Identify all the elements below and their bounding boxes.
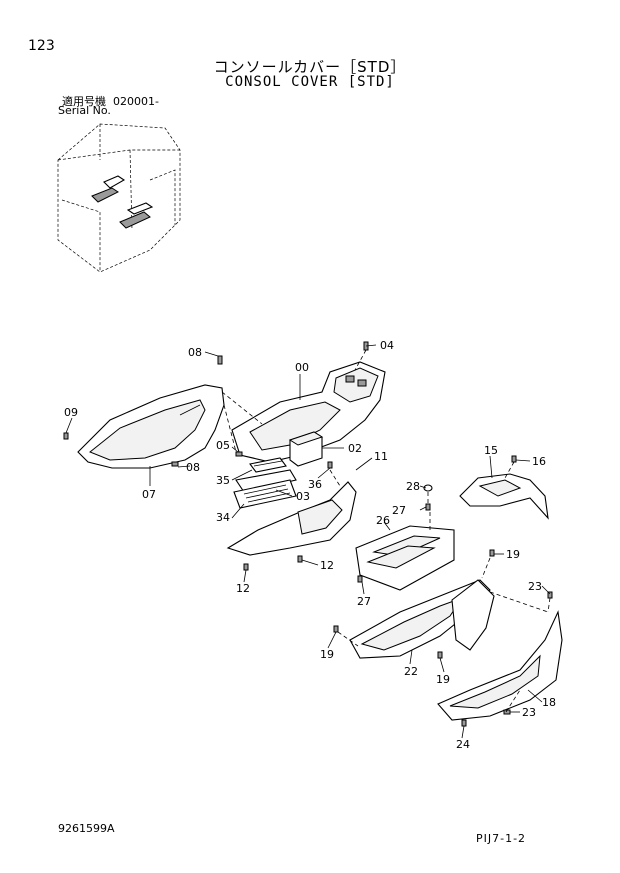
screw-16 — [511, 455, 517, 463]
callout-26: 26 — [376, 514, 390, 527]
callout-00: 00 — [295, 361, 309, 374]
title-japanese: コンソールカバー［STD］ — [213, 58, 407, 76]
callout-19-mid: 19 — [436, 673, 450, 686]
cab-overview-sketch — [57, 123, 181, 273]
callout-34: 34 — [216, 511, 230, 524]
callout-27-top: 27 — [392, 504, 406, 517]
screw-27-top — [425, 503, 431, 511]
callout-11: 11 — [374, 450, 388, 463]
callout-08-top: 08 — [188, 346, 202, 359]
callout-12-right: 12 — [320, 559, 334, 572]
callout-36: 36 — [308, 478, 322, 491]
screw-19-left — [333, 625, 339, 633]
callout-05: 05 — [216, 439, 230, 452]
callout-16: 16 — [532, 455, 546, 468]
screw-12-right — [297, 555, 303, 563]
grommet-28 — [423, 484, 433, 492]
callout-27-left: 27 — [357, 595, 371, 608]
screw-12-left — [243, 563, 249, 571]
callout-07: 07 — [142, 488, 156, 501]
callout-22: 22 — [404, 665, 418, 678]
callout-23-bottom: 23 — [522, 706, 536, 719]
screw-27-left — [357, 575, 363, 583]
callout-19-top: 19 — [506, 548, 520, 561]
screw-08-top — [217, 355, 223, 365]
screw-08-bottom — [171, 461, 179, 467]
part-15-bracket — [459, 473, 549, 520]
serial-label-english: Serial No. — [58, 104, 111, 117]
cab-console-right-top — [126, 202, 154, 215]
screw-36 — [327, 461, 333, 469]
page-reference: PIJ7-1-2 — [476, 832, 527, 845]
callout-18: 18 — [542, 696, 556, 709]
callout-09: 09 — [64, 406, 78, 419]
console-switch-b — [357, 379, 367, 387]
part-07-left-side-cover — [77, 384, 225, 469]
callout-15: 15 — [484, 444, 498, 457]
callout-04: 04 — [380, 339, 394, 352]
part-02-tray-box — [288, 431, 324, 467]
screw-24 — [461, 719, 467, 727]
callout-02: 02 — [348, 442, 362, 455]
callout-28: 28 — [406, 480, 420, 493]
callout-12-left: 12 — [236, 582, 250, 595]
console-switch-a — [345, 375, 355, 383]
callout-03: 03 — [296, 490, 310, 503]
part-34-grille — [233, 479, 297, 509]
callout-08-bottom: 08 — [186, 461, 200, 474]
part-19-side-plate — [451, 579, 495, 651]
serial-label-japanese: 適用号機 020001- — [62, 93, 159, 109]
cab-console-left-mark — [91, 187, 119, 203]
document-number: 9261599A — [58, 822, 115, 835]
cab-console-right-mark — [119, 211, 151, 229]
title-english: CONSOL COVER [STD] — [225, 74, 395, 90]
callout-24: 24 — [456, 738, 470, 751]
part-35-plate — [249, 457, 287, 473]
screw-19-mid — [437, 651, 443, 659]
cab-console-left-top — [103, 175, 126, 189]
part-03-cover-plate — [235, 469, 297, 493]
page-number: 123 — [28, 38, 55, 54]
part-11-side-panel — [226, 481, 357, 556]
screw-19-top — [489, 549, 495, 557]
callout-19-left: 19 — [320, 648, 334, 661]
callout-35: 35 — [216, 474, 230, 487]
serial-number-value: 020001- — [113, 95, 159, 108]
screw-09 — [63, 432, 69, 440]
serial-label-jp-text: 適用号機 — [62, 95, 106, 108]
screw-05 — [235, 451, 243, 457]
part-00-console-body — [231, 361, 386, 463]
callout-23-top: 23 — [528, 580, 542, 593]
part-26-lower-console-box — [355, 525, 455, 591]
